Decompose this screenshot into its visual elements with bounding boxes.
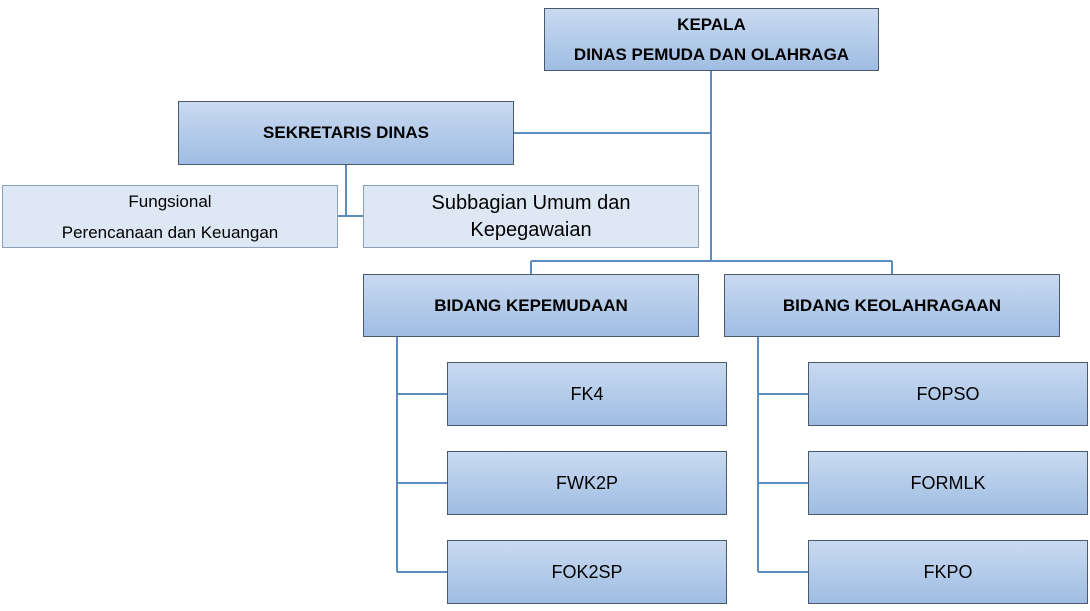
kepala-box: KEPALA DINAS PEMUDA DAN OLAHRAGA <box>544 8 879 71</box>
unit-fk4-label: FK4 <box>570 383 604 404</box>
bidang-kepemudaan-label: BIDANG KEPEMUDAAN <box>434 295 628 315</box>
bidang-keolahragaan-label: BIDANG KEOLAHRAGAAN <box>782 295 1002 315</box>
unit-fopso-box: FOPSO <box>808 362 1088 426</box>
kepala-title: KEPALA <box>677 14 746 34</box>
kepala-subtitle: DINAS PEMUDA DAN OLAHRAGA <box>573 44 850 64</box>
unit-fwk2p-label: FWK2P <box>555 472 618 493</box>
unit-fopso-label: FOPSO <box>916 383 980 404</box>
sekretaris-box: SEKRETARIS DINAS <box>178 101 514 165</box>
unit-fkpo-box: FKPO <box>808 540 1088 604</box>
unit-formlk-box: FORMLK <box>808 451 1088 515</box>
unit-formlk-label: FORMLK <box>910 472 986 493</box>
subbagian-box: Subbagian Umum dan Kepegawaian <box>363 185 699 248</box>
unit-fwk2p-box: FWK2P <box>447 451 727 515</box>
subbagian-line1: Subbagian Umum dan <box>431 191 631 214</box>
unit-fok2sp-label: FOK2SP <box>551 561 623 582</box>
bidang-keolahragaan-box: BIDANG KEOLAHRAGAAN <box>724 274 1060 337</box>
unit-fk4-box: FK4 <box>447 362 727 426</box>
sekretaris-label: SEKRETARIS DINAS <box>263 123 429 142</box>
fungsional-box: Fungsional Perencanaan dan Keuangan <box>2 185 338 248</box>
bidang-kepemudaan-box: BIDANG KEPEMUDAAN <box>363 274 699 337</box>
subbagian-line2: Kepegawaian <box>470 218 592 241</box>
fungsional-line1: Fungsional <box>128 191 212 211</box>
unit-fok2sp-box: FOK2SP <box>447 540 727 604</box>
fungsional-line2: Perencanaan dan Keuangan <box>61 222 279 242</box>
unit-fkpo-label: FKPO <box>923 561 973 582</box>
